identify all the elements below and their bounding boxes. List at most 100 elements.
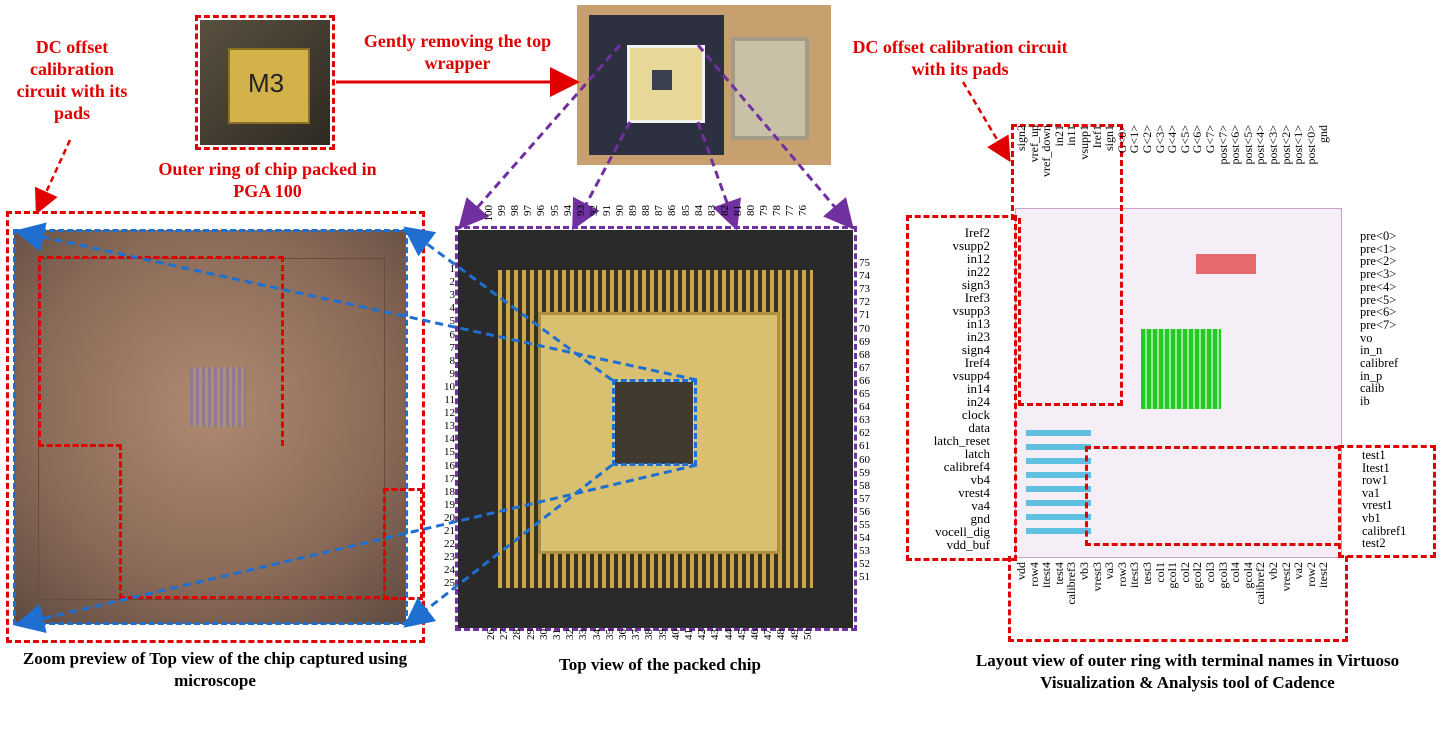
pin-number: 42 bbox=[696, 629, 709, 640]
caption-top-view: Top view of the packed chip bbox=[559, 655, 761, 674]
terminal-label: G<6> bbox=[1190, 125, 1205, 154]
terminal-label: row2 bbox=[1303, 562, 1318, 587]
terminal-label: G<7> bbox=[1203, 125, 1217, 154]
pin-number: 67 bbox=[859, 361, 870, 374]
terminal-label: data bbox=[968, 420, 990, 435]
terminal-label: vsupp4 bbox=[952, 368, 990, 383]
pin-number: 43 bbox=[709, 629, 722, 640]
terminal-label: vsupp3 bbox=[952, 303, 990, 318]
terminal-label: vdd bbox=[1014, 562, 1028, 580]
terminal-label: G<1> bbox=[1127, 125, 1142, 154]
terminal-label: post<6> bbox=[1228, 125, 1243, 165]
terminal-label: G<0> bbox=[1114, 125, 1129, 154]
pin-number: 59 bbox=[859, 466, 870, 479]
pin-number: 50 bbox=[801, 629, 814, 640]
pin-number: 58 bbox=[859, 479, 870, 492]
dc-offset-label-left: DC offset calibration circuit with its p… bbox=[16, 37, 128, 123]
pin-number: 75 bbox=[859, 257, 870, 269]
pin-number: 65 bbox=[859, 388, 870, 400]
pin-number: 73 bbox=[859, 283, 870, 296]
pin-number: 64 bbox=[859, 401, 870, 414]
pin-number: 37 bbox=[630, 629, 643, 640]
terminal-label: sign2 bbox=[1014, 125, 1028, 152]
pin-number: 99 bbox=[496, 205, 509, 216]
pin-number: 53 bbox=[859, 545, 870, 558]
pin-number: 71 bbox=[859, 309, 870, 322]
dc-offset-region-left-bottom bbox=[119, 596, 389, 600]
pin-number: 25 bbox=[444, 577, 455, 590]
terminal-label: Iref3 bbox=[964, 290, 990, 305]
pin-number: 27 bbox=[498, 629, 511, 640]
pin-number: 18 bbox=[444, 485, 455, 498]
pin-number: 80 bbox=[745, 205, 757, 216]
terminal-label: vrest4 bbox=[958, 485, 990, 500]
terminal-label: gnd bbox=[1316, 125, 1331, 143]
microscope-photo bbox=[14, 230, 406, 624]
terminal-label: in21 bbox=[1051, 125, 1066, 147]
pin-number: 100 bbox=[483, 205, 495, 222]
pin-number: 26 bbox=[485, 629, 497, 640]
pin-number: 36 bbox=[617, 629, 629, 640]
pin-number: 31 bbox=[551, 629, 563, 640]
chip-marking: M3 bbox=[247, 68, 285, 98]
terminal-label: pre<0> bbox=[1360, 229, 1397, 243]
terminal-label: gcol2 bbox=[1190, 562, 1205, 589]
terminal-label: calibref2 bbox=[1253, 562, 1268, 605]
terminal-label: latch bbox=[964, 446, 990, 461]
terminal-label: calibref bbox=[1360, 356, 1399, 370]
pin-number: 21 bbox=[444, 525, 455, 537]
pin-number: 51 bbox=[859, 571, 870, 584]
gently-removing-label: Gently removing the top wrapper bbox=[363, 31, 552, 73]
terminal-label: vrest3 bbox=[1089, 562, 1104, 592]
terminal-label: vb3 bbox=[1077, 562, 1091, 580]
layout-frame-top bbox=[1011, 124, 1123, 220]
terminal-label: gcol3 bbox=[1215, 562, 1230, 589]
pin-number: 4 bbox=[449, 302, 456, 315]
pin-number: 2 bbox=[449, 276, 456, 289]
pin-number: 87 bbox=[653, 205, 666, 216]
pin-number: 41 bbox=[683, 629, 695, 640]
terminal-label: sign1 bbox=[1102, 125, 1117, 152]
terminal-label: pre<6> bbox=[1360, 305, 1397, 320]
pin-number: 19 bbox=[444, 498, 455, 511]
pin-number: 54 bbox=[859, 532, 870, 545]
terminal-label: in22 bbox=[966, 264, 990, 279]
pin-number: 93 bbox=[574, 205, 587, 216]
terminal-label: vref_down bbox=[1039, 125, 1054, 177]
terminal-label: vrest2 bbox=[1278, 562, 1293, 592]
terminal-label: va4 bbox=[971, 498, 990, 513]
packed-chip-photo bbox=[458, 230, 853, 628]
terminal-label: post<7> bbox=[1215, 125, 1230, 165]
dc-offset-region-left-side bbox=[119, 444, 123, 599]
pin-number: 85 bbox=[679, 205, 692, 216]
outer-ring-label: Outer ring of chip packed in PGA 100 bbox=[158, 159, 377, 201]
pin-number: 63 bbox=[859, 414, 870, 427]
pin-number: 39 bbox=[656, 629, 669, 640]
terminal-label: pre<3> bbox=[1360, 267, 1397, 282]
layout-frame-right bbox=[1338, 445, 1436, 558]
terminal-label: calib bbox=[1360, 381, 1385, 396]
pin-number: 38 bbox=[643, 629, 656, 640]
pin-number: 97 bbox=[522, 205, 535, 216]
pin-number: 5 bbox=[449, 315, 456, 328]
pin-number: 52 bbox=[859, 558, 870, 571]
pin-number: 61 bbox=[859, 440, 870, 453]
caption-zoom-preview: Zoom preview of Top view of the chip cap… bbox=[22, 649, 408, 690]
packed-chip-frame bbox=[455, 226, 857, 631]
photo-chip-m3: M3 bbox=[200, 20, 330, 145]
pin-number: 88 bbox=[640, 205, 653, 216]
terminal-label: itest4 bbox=[1039, 562, 1054, 588]
terminal-label: post<1> bbox=[1291, 125, 1306, 165]
terminal-label: G<4> bbox=[1165, 125, 1180, 154]
pin-number: 30 bbox=[537, 629, 550, 640]
pin-number: 44 bbox=[722, 629, 735, 640]
terminal-label: Iref4 bbox=[964, 355, 990, 370]
terminal-label: G<2> bbox=[1140, 125, 1154, 154]
m3-photo-frame bbox=[195, 15, 335, 150]
pin-number: 56 bbox=[859, 505, 870, 518]
pin-number: 89 bbox=[627, 205, 640, 216]
terminal-label: ib bbox=[1360, 394, 1370, 409]
pin-number: 9 bbox=[449, 367, 456, 380]
terminal-label: Iref2 bbox=[964, 225, 990, 240]
terminal-label: G<5> bbox=[1177, 125, 1192, 154]
